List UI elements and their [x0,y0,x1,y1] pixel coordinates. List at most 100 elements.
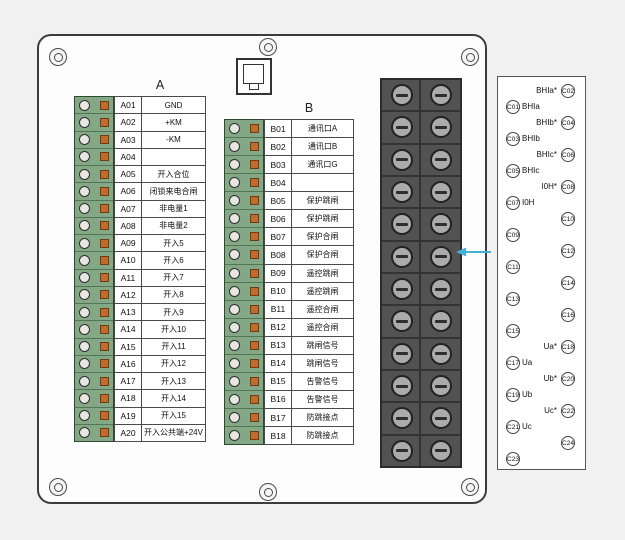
terminal-id: A14 [115,321,142,338]
terminal-c19: C19 [506,388,520,402]
screw-hole-icon [229,159,240,171]
screw-terminal-icon [390,278,413,301]
wire-clamp-icon [100,411,109,421]
strip-terminal [75,252,113,270]
screw-terminal-row [382,80,460,113]
terminal-id: B15 [265,372,292,390]
wire-clamp-icon [250,160,259,170]
mounting-screw-bottom-left [49,478,67,496]
strip-terminal [75,183,113,201]
screw-slot-icon [395,384,408,388]
terminal-label: 通讯口B [307,142,338,152]
screw-hole-icon [229,267,240,279]
pointer-arrow-icon [456,247,491,257]
screw-slot-icon [395,287,408,291]
terminal-c15: C15 [506,324,520,338]
terminal-strip-a [74,96,114,442]
screw-slot-icon [395,449,408,453]
terminal-c12: C12 [561,244,575,258]
wire-clamp-icon [100,255,109,265]
screw-slot-icon [395,416,408,420]
wire-clamp-icon [250,286,259,296]
screw-terminal-icon [390,407,413,430]
wire-clamp-icon [100,186,109,196]
terminal-label: GND [164,100,183,110]
wire-clamp-icon [250,124,259,134]
terminal-c16: C16 [561,308,575,322]
terminal-c17: C17 [506,356,520,370]
screw-slot-icon [434,222,447,226]
wire-clamp-icon [100,393,109,403]
screw-slot-icon [395,352,408,356]
terminal-id: A20 [115,424,142,441]
strip-terminal [225,409,263,428]
screw-terminal-row [382,371,460,404]
strip-terminal [75,114,113,132]
terminal-id: B05 [265,192,292,210]
screw-terminal-row [382,112,460,145]
screw-hole-icon [79,427,90,439]
screw-hole-icon [79,99,90,111]
ethernet-port-latch [248,83,259,90]
strip-terminal [75,321,113,339]
screw-terminal-icon [429,439,452,462]
screw-hole-icon [229,285,240,297]
strip-terminal [75,304,113,322]
mounting-screw-bottom-right [461,478,479,496]
terminal-id: A09 [115,235,142,252]
screw-slot-icon [395,319,408,323]
screw-slot-icon [434,416,447,420]
screw-hole-icon [79,116,90,128]
screw-hole-icon [79,272,90,284]
terminal-id: B11 [265,300,292,318]
screw-terminal-icon [429,213,452,236]
terminal-c14: C14 [561,276,575,290]
screw-terminal-icon [390,181,413,204]
terminal-id: A08 [115,217,142,234]
screw-terminal-icon [429,310,452,333]
screw-hole-icon [79,220,90,232]
terminal-id: A16 [115,355,142,372]
terminal-label: 开入10 [161,324,186,334]
terminal-row-a02: A02+KM [115,114,205,132]
screw-slot-icon [434,449,447,453]
mounting-screw-top-left [49,48,67,66]
strip-terminal [225,120,263,139]
terminal-label: -KM [166,135,181,145]
wire-clamp-icon [100,100,109,110]
strip-terminal [225,246,263,265]
terminal-id: A01 [115,97,142,114]
screw-hole-icon [79,323,90,335]
wire-clamp-icon [100,204,109,214]
strip-terminal [225,391,263,409]
mounting-screw-bottom-middle [259,483,277,501]
terminal-id: B17 [265,409,292,427]
strip-terminal [75,218,113,235]
screw-slot-icon [434,158,447,162]
terminal-c05: C05 [506,164,520,178]
screw-terminal-icon [390,213,413,236]
signal-label-c08: I0H* [541,182,557,191]
wire-clamp-icon [100,359,109,369]
strip-terminal [225,265,263,283]
terminal-id: A12 [115,286,142,303]
signal-label-c02: BHIa* [536,86,557,95]
terminal-label: 跳闸信号 [306,358,339,368]
strip-terminal [225,210,263,229]
terminal-row-b04: B04 [265,174,353,193]
terminal-c06: C06 [561,148,575,162]
signal-label-c01: BHIa [522,102,540,111]
terminal-id: A15 [115,338,142,355]
terminal-id: B04 [265,174,292,192]
screw-hole-icon [229,249,240,261]
terminal-c03: C03 [506,132,520,146]
